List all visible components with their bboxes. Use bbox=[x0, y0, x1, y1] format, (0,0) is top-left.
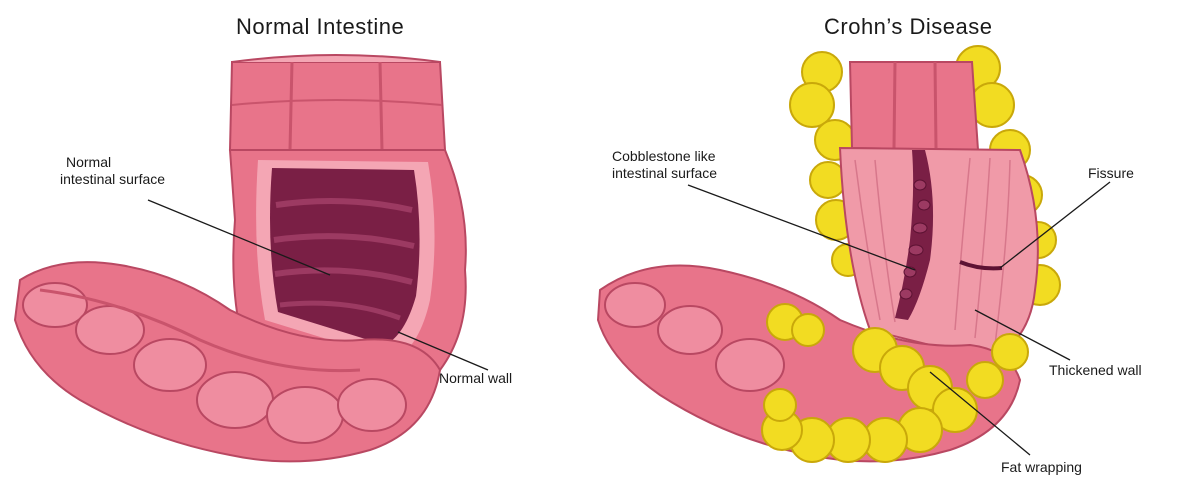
crohns-upper-segment bbox=[850, 62, 978, 150]
normal-wall-label: Normal wall bbox=[439, 370, 512, 387]
crohns-illustration bbox=[590, 0, 1180, 488]
normal-intestine-illustration bbox=[0, 0, 590, 488]
cobblestone-label-line1: Cobblestone like bbox=[612, 148, 717, 165]
thickened-wall-label: Thickened wall bbox=[1049, 362, 1142, 379]
normal-surface-label: Normal intestinal surface bbox=[60, 154, 165, 188]
normal-surface-label-line2: intestinal surface bbox=[60, 171, 165, 188]
normal-surface-label-line1: Normal bbox=[60, 154, 165, 171]
cobblestone-label: Cobblestone like intestinal surface bbox=[612, 148, 717, 182]
fissure-label: Fissure bbox=[1088, 165, 1134, 182]
crohns-disease-panel: Crohn’s Disease bbox=[590, 0, 1180, 488]
normal-intestine-panel: Normal Intestine bbox=[0, 0, 590, 488]
fat-wrapping-label: Fat wrapping bbox=[1001, 459, 1082, 476]
cobblestone-label-line2: intestinal surface bbox=[612, 165, 717, 182]
upper-colon-segment bbox=[230, 55, 445, 150]
